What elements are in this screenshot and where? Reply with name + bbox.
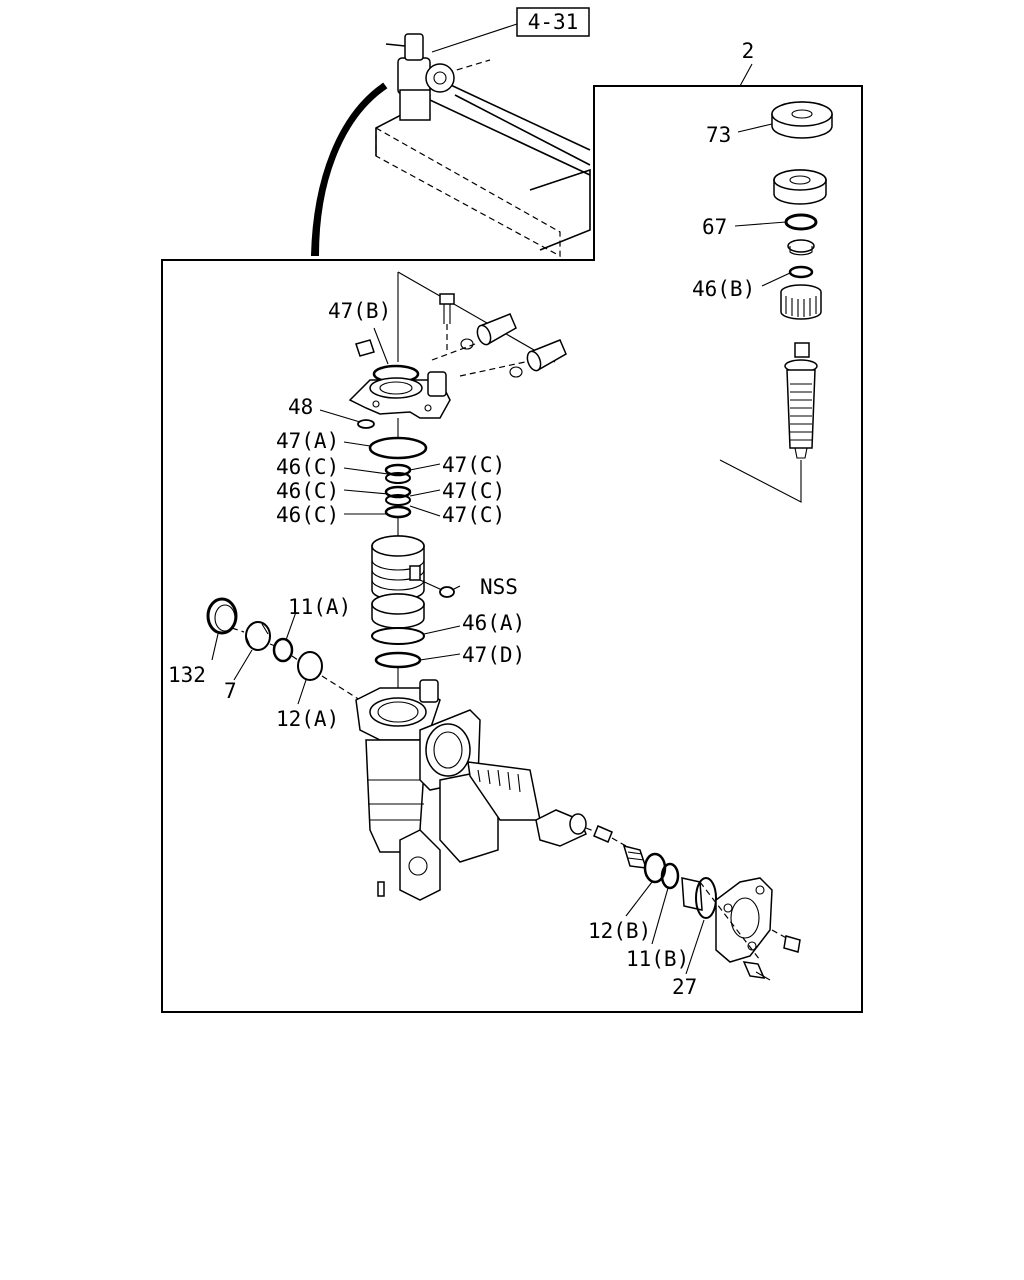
callout-46b[interactable]: 46(B) [692, 277, 755, 301]
callout-11b[interactable]: 11(B) [626, 947, 689, 971]
callout-67[interactable]: 67 [702, 215, 727, 239]
callout-11a[interactable]: 11(A) [288, 595, 351, 619]
callout-47a[interactable]: 47(A) [276, 429, 339, 453]
piston [371, 518, 455, 669]
callout-46c-3[interactable]: 46(C) [276, 503, 339, 527]
end-cover-assembly [593, 825, 801, 981]
vehicle-frame-context [375, 33, 591, 258]
callout-132[interactable]: 132 [168, 663, 206, 687]
callout-labels: 73 67 46(B) 47(B) 48 47(A) 46(C) 46(C) 4… [168, 123, 755, 999]
detail-frame [161, 85, 863, 1013]
valve-assembly [719, 101, 833, 503]
callout-47b[interactable]: 47(B) [328, 299, 391, 323]
pointer-arrow [310, 82, 388, 256]
callout-46a[interactable]: 46(A) [462, 611, 525, 635]
valve-housing [348, 271, 567, 429]
gear-housing [355, 668, 597, 901]
callout-47c-2[interactable]: 47(C) [442, 479, 505, 503]
callout-12a[interactable]: 12(A) [276, 707, 339, 731]
callout-48[interactable]: 48 [288, 395, 313, 419]
callout-47c-1[interactable]: 47(C) [442, 453, 505, 477]
callout-7[interactable]: 7 [224, 679, 237, 703]
assembly-label-2: 2 [742, 39, 755, 63]
seal-stack [368, 418, 428, 519]
callout-27[interactable]: 27 [672, 975, 697, 999]
callout-46c-2[interactable]: 46(C) [276, 479, 339, 503]
callout-47d[interactable]: 47(D) [462, 643, 525, 667]
leader-lines [211, 327, 705, 975]
callout-46c-1[interactable]: 46(C) [276, 455, 339, 479]
callout-73[interactable]: 73 [706, 123, 731, 147]
callout-12b[interactable]: 12(B) [588, 919, 651, 943]
callout-nss[interactable]: NSS [480, 575, 518, 599]
reference-4-31[interactable]: 4-31 [431, 7, 590, 53]
callout-47c-3[interactable]: 47(C) [442, 503, 505, 527]
bearing-group-left [206, 597, 361, 701]
reference-label: 4-31 [528, 10, 579, 34]
